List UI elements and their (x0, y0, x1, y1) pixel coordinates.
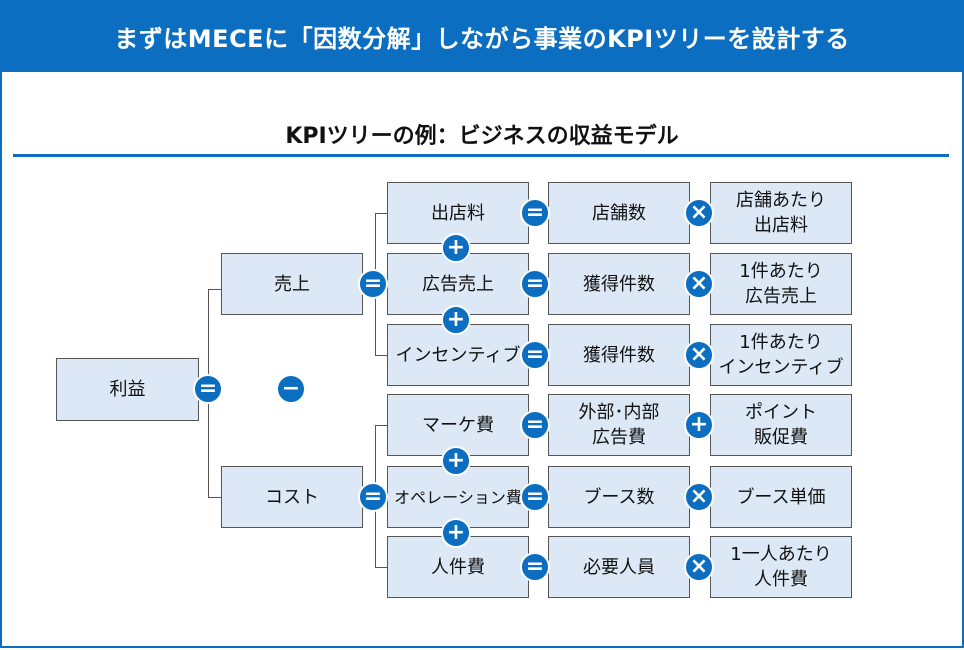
connector-line (375, 213, 387, 214)
sales-factor-a-box: 店舗数 (548, 182, 690, 244)
cost-factor-b-box: ブース単価 (710, 466, 852, 528)
connector-line (375, 355, 387, 356)
equals-operator: = (358, 482, 388, 512)
times-operator: × (684, 198, 714, 228)
plus-operator: + (684, 410, 714, 440)
connector-line (208, 497, 221, 498)
equals-operator: = (358, 269, 388, 299)
diagram-subtitle: KPIツリーの例：ビジネスの収益モデル (285, 124, 679, 149)
header-bar: まずはMECEに「因数分解」しながら事業のKPIツリーを設計する (0, 0, 964, 72)
cost-factor-a-box: 必要人員 (548, 536, 690, 598)
sales-factor-b-box: 店舗あたり 出店料 (710, 182, 852, 244)
plus-operator: + (441, 305, 471, 335)
cost-factor-b-box: 1一人あたり 人件費 (710, 536, 852, 598)
sales-box: 売上 (221, 253, 363, 315)
subtitle-divider (13, 154, 949, 157)
equals-operator: = (520, 198, 550, 228)
root-box-profit: 利益 (56, 358, 199, 421)
plus-operator: + (441, 233, 471, 263)
times-operator: × (684, 482, 714, 512)
equals-operator: = (193, 374, 223, 404)
plus-operator: + (441, 446, 471, 476)
sales-factor-a-box: 獲得件数 (548, 324, 690, 386)
cost-box: コスト (221, 466, 363, 528)
cost-factor-a-box: ブース数 (548, 466, 690, 528)
connector-line (375, 425, 387, 426)
connector-line (208, 289, 221, 290)
cost-item-box: マーケ費 (387, 394, 529, 456)
connector-line (375, 567, 387, 568)
times-operator: × (684, 340, 714, 370)
equals-operator: = (520, 482, 550, 512)
equals-operator: = (520, 552, 550, 582)
cost-factor-a-box: 外部･内部 広告費 (548, 394, 690, 456)
sales-factor-b-box: 1件あたり インセンティブ (710, 324, 852, 386)
equals-operator: = (520, 410, 550, 440)
equals-operator: = (520, 269, 550, 299)
times-operator: × (684, 269, 714, 299)
content-frame (0, 72, 964, 648)
cost-item-box: オペレーション費 (387, 466, 529, 528)
cost-factor-b-box: ポイント 販促費 (710, 394, 852, 456)
equals-operator: = (520, 340, 550, 370)
sales-factor-b-box: 1件あたり 広告売上 (710, 253, 852, 315)
plus-operator: + (441, 518, 471, 548)
times-operator: × (684, 552, 714, 582)
page-title: まずはMECEに「因数分解」しながら事業のKPIツリーを設計する (114, 24, 850, 53)
minus-operator: − (276, 374, 306, 404)
sales-factor-a-box: 獲得件数 (548, 253, 690, 315)
